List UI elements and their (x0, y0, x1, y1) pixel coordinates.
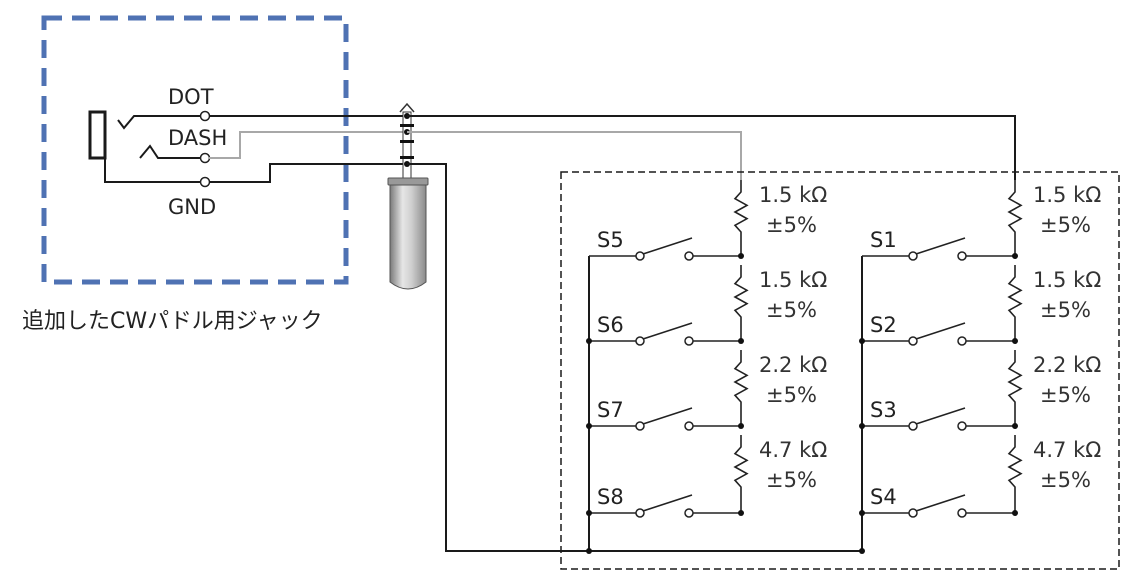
resistor-left-2-tolerance: ±5% (766, 298, 817, 322)
rail-node-right-4 (859, 510, 865, 516)
resistor-ladder-left: 1.5 kΩ ±5% S5 1.5 kΩ ±5% S6 2.2 kΩ ±5% S7 4.7 kΩ ±… (586, 180, 827, 554)
switch-label-right-4: S4 (870, 485, 897, 509)
switch-contact-left-1-a (635, 251, 645, 261)
switch-contact-right-4-b (957, 508, 967, 518)
ladder-node-right-1 (1012, 253, 1018, 259)
resistor-left-4 (733, 435, 749, 513)
resistor-left-3-value: 2.2 kΩ (759, 353, 827, 377)
switch-label-left-4: S8 (597, 485, 624, 509)
switch-lever-left-4 (642, 494, 693, 512)
jack-enclosure (41, 15, 349, 285)
switch-contact-left-4-a (635, 508, 645, 518)
switch-contact-left-1-b (684, 251, 694, 261)
dash-wire (209, 131, 404, 159)
switch-contact-right-3-a (908, 421, 918, 431)
switch-lever-left-1 (642, 237, 693, 255)
switch-label-right-2: S2 (870, 313, 897, 337)
switch-lever-right-1 (915, 237, 966, 255)
switch-lever-right-2 (915, 322, 966, 340)
pin-label-gnd: GND (168, 195, 216, 219)
resistor-right-1-value: 1.5 kΩ (1033, 183, 1101, 207)
switch-label-right-3: S3 (870, 398, 897, 422)
resistor-right-4-value: 4.7 kΩ (1033, 438, 1101, 462)
switch-contact-left-3-a (635, 421, 645, 431)
rail-node-left-3 (586, 423, 592, 429)
tip-wire (407, 115, 1016, 180)
rail-node-right-2 (859, 338, 865, 344)
resistor-left-3-tolerance: ±5% (766, 383, 817, 407)
rail-bottom-node-right (859, 548, 865, 554)
switch-contact-right-1-a (908, 251, 918, 261)
resistor-right-1-tolerance: ±5% (1040, 213, 1091, 237)
pin-label-dash: DASH (168, 126, 227, 150)
ladder-node-left-2 (738, 338, 744, 344)
ladder-node-left-3 (738, 423, 744, 429)
resistor-right-1 (1007, 180, 1023, 256)
stereo-plug (387, 102, 429, 290)
switch-contact-right-3-b (957, 421, 967, 431)
switch-label-left-3: S7 (597, 398, 624, 422)
switch-contact-right-4-a (908, 508, 918, 518)
rail-bottom-node-left (586, 548, 592, 554)
sleeve-wire (407, 163, 862, 552)
jack-caption: 追加したCWパドル用ジャック (22, 309, 323, 334)
resistor-left-1-value: 1.5 kΩ (759, 183, 827, 207)
ladder-node-right-4 (1012, 510, 1018, 516)
rail-node-left-2 (586, 338, 592, 344)
resistor-left-1 (733, 180, 749, 256)
switch-contact-left-2-a (635, 336, 645, 346)
resistor-left-1-tolerance: ±5% (766, 213, 817, 237)
gnd-wire (209, 163, 404, 183)
switch-label-left-1: S5 (597, 228, 624, 252)
resistor-right-4 (1007, 435, 1023, 513)
switch-contact-left-3-b (684, 421, 694, 431)
resistor-right-3-tolerance: ±5% (1040, 383, 1091, 407)
switch-contact-left-4-b (684, 508, 694, 518)
ladder-node-left-1 (738, 253, 744, 259)
resistor-right-2-value: 1.5 kΩ (1033, 268, 1101, 292)
resistor-left-2 (733, 265, 749, 341)
rail-node-right-3 (859, 423, 865, 429)
switch-contact-right-2-a (908, 336, 918, 346)
resistor-left-4-tolerance: ±5% (766, 468, 817, 492)
rail-node-left-4 (586, 510, 592, 516)
pin-label-dot: DOT (168, 85, 214, 109)
switch-contact-right-2-b (957, 336, 967, 346)
resistor-right-3 (1007, 350, 1023, 426)
switch-contact-right-1-b (957, 251, 967, 261)
switch-lever-left-3 (642, 407, 693, 425)
resistor-left-2-value: 1.5 kΩ (759, 268, 827, 292)
ladder-node-left-4 (738, 510, 744, 516)
switch-lever-right-3 (915, 407, 966, 425)
switch-lever-right-4 (915, 494, 966, 512)
switch-lever-left-2 (642, 322, 693, 340)
resistor-right-2-tolerance: ±5% (1040, 298, 1091, 322)
ladder-node-right-3 (1012, 423, 1018, 429)
resistor-right-4-tolerance: ±5% (1040, 468, 1091, 492)
resistor-left-4-value: 4.7 kΩ (759, 438, 827, 462)
resistor-left-3 (733, 350, 749, 426)
resistor-right-3-value: 2.2 kΩ (1033, 353, 1101, 377)
ring-wire (407, 131, 742, 180)
switch-contact-left-2-b (684, 336, 694, 346)
resistor-ladder-right: 1.5 kΩ ±5% S1 1.5 kΩ ±5% S2 2.2 kΩ ±5% S3 4.7 kΩ ±… (859, 180, 1101, 554)
switch-label-right-1: S1 (870, 228, 897, 252)
resistor-right-2 (1007, 265, 1023, 341)
switch-label-left-2: S6 (597, 313, 624, 337)
keypad-enclosure (560, 171, 1120, 570)
ladder-node-right-2 (1012, 338, 1018, 344)
